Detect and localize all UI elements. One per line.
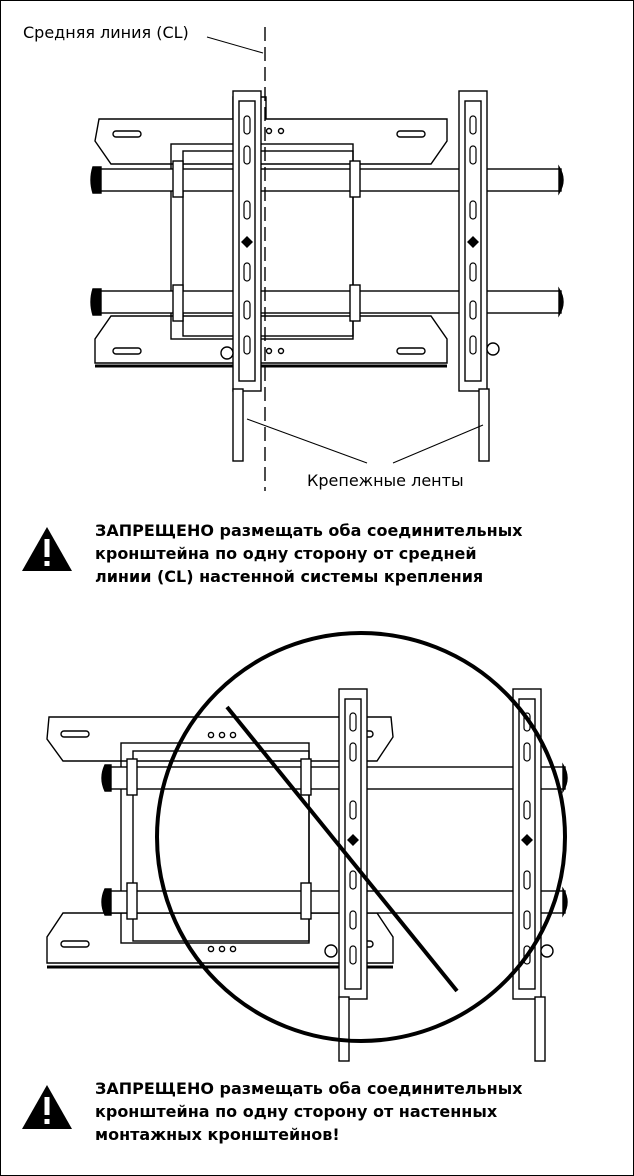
- warning-triangle-icon: [22, 1085, 72, 1129]
- mounting-bands-label: Крепежные ленты: [307, 471, 464, 490]
- warning-triangle-icon: [22, 527, 72, 571]
- warning-block-wall-brackets: ЗАПРЕЩЕНО размещать оба соединительных к…: [21, 1077, 621, 1146]
- warning-line-1: размещать оба соединительных: [213, 1079, 523, 1098]
- warning-line-2: кронштейна по одну сторону от средней: [95, 544, 477, 563]
- warning-lead: ЗАПРЕЩЕНО: [95, 521, 214, 540]
- bottom-diagram: [46, 631, 568, 1062]
- warning-line-3: линии (CL) настенной системы крепления: [95, 567, 484, 586]
- warning-text: ЗАПРЕЩЕНО размещать оба соединительных к…: [95, 1077, 523, 1146]
- warning-line-1: размещать оба соединительных: [213, 521, 523, 540]
- centerline-label: Средняя линия (CL): [23, 23, 189, 42]
- warning-block-centerline: ЗАПРЕЩЕНО размещать оба соединительных к…: [21, 519, 621, 588]
- top-diagram: [90, 27, 564, 491]
- warning-line-3: монтажных кронштейнов!: [95, 1125, 340, 1144]
- warning-line-2: кронштейна по одну сторону от настенных: [95, 1102, 498, 1121]
- warning-lead: ЗАПРЕЩЕНО: [95, 1079, 214, 1098]
- warning-text: ЗАПРЕЩЕНО размещать оба соединительных к…: [95, 519, 523, 588]
